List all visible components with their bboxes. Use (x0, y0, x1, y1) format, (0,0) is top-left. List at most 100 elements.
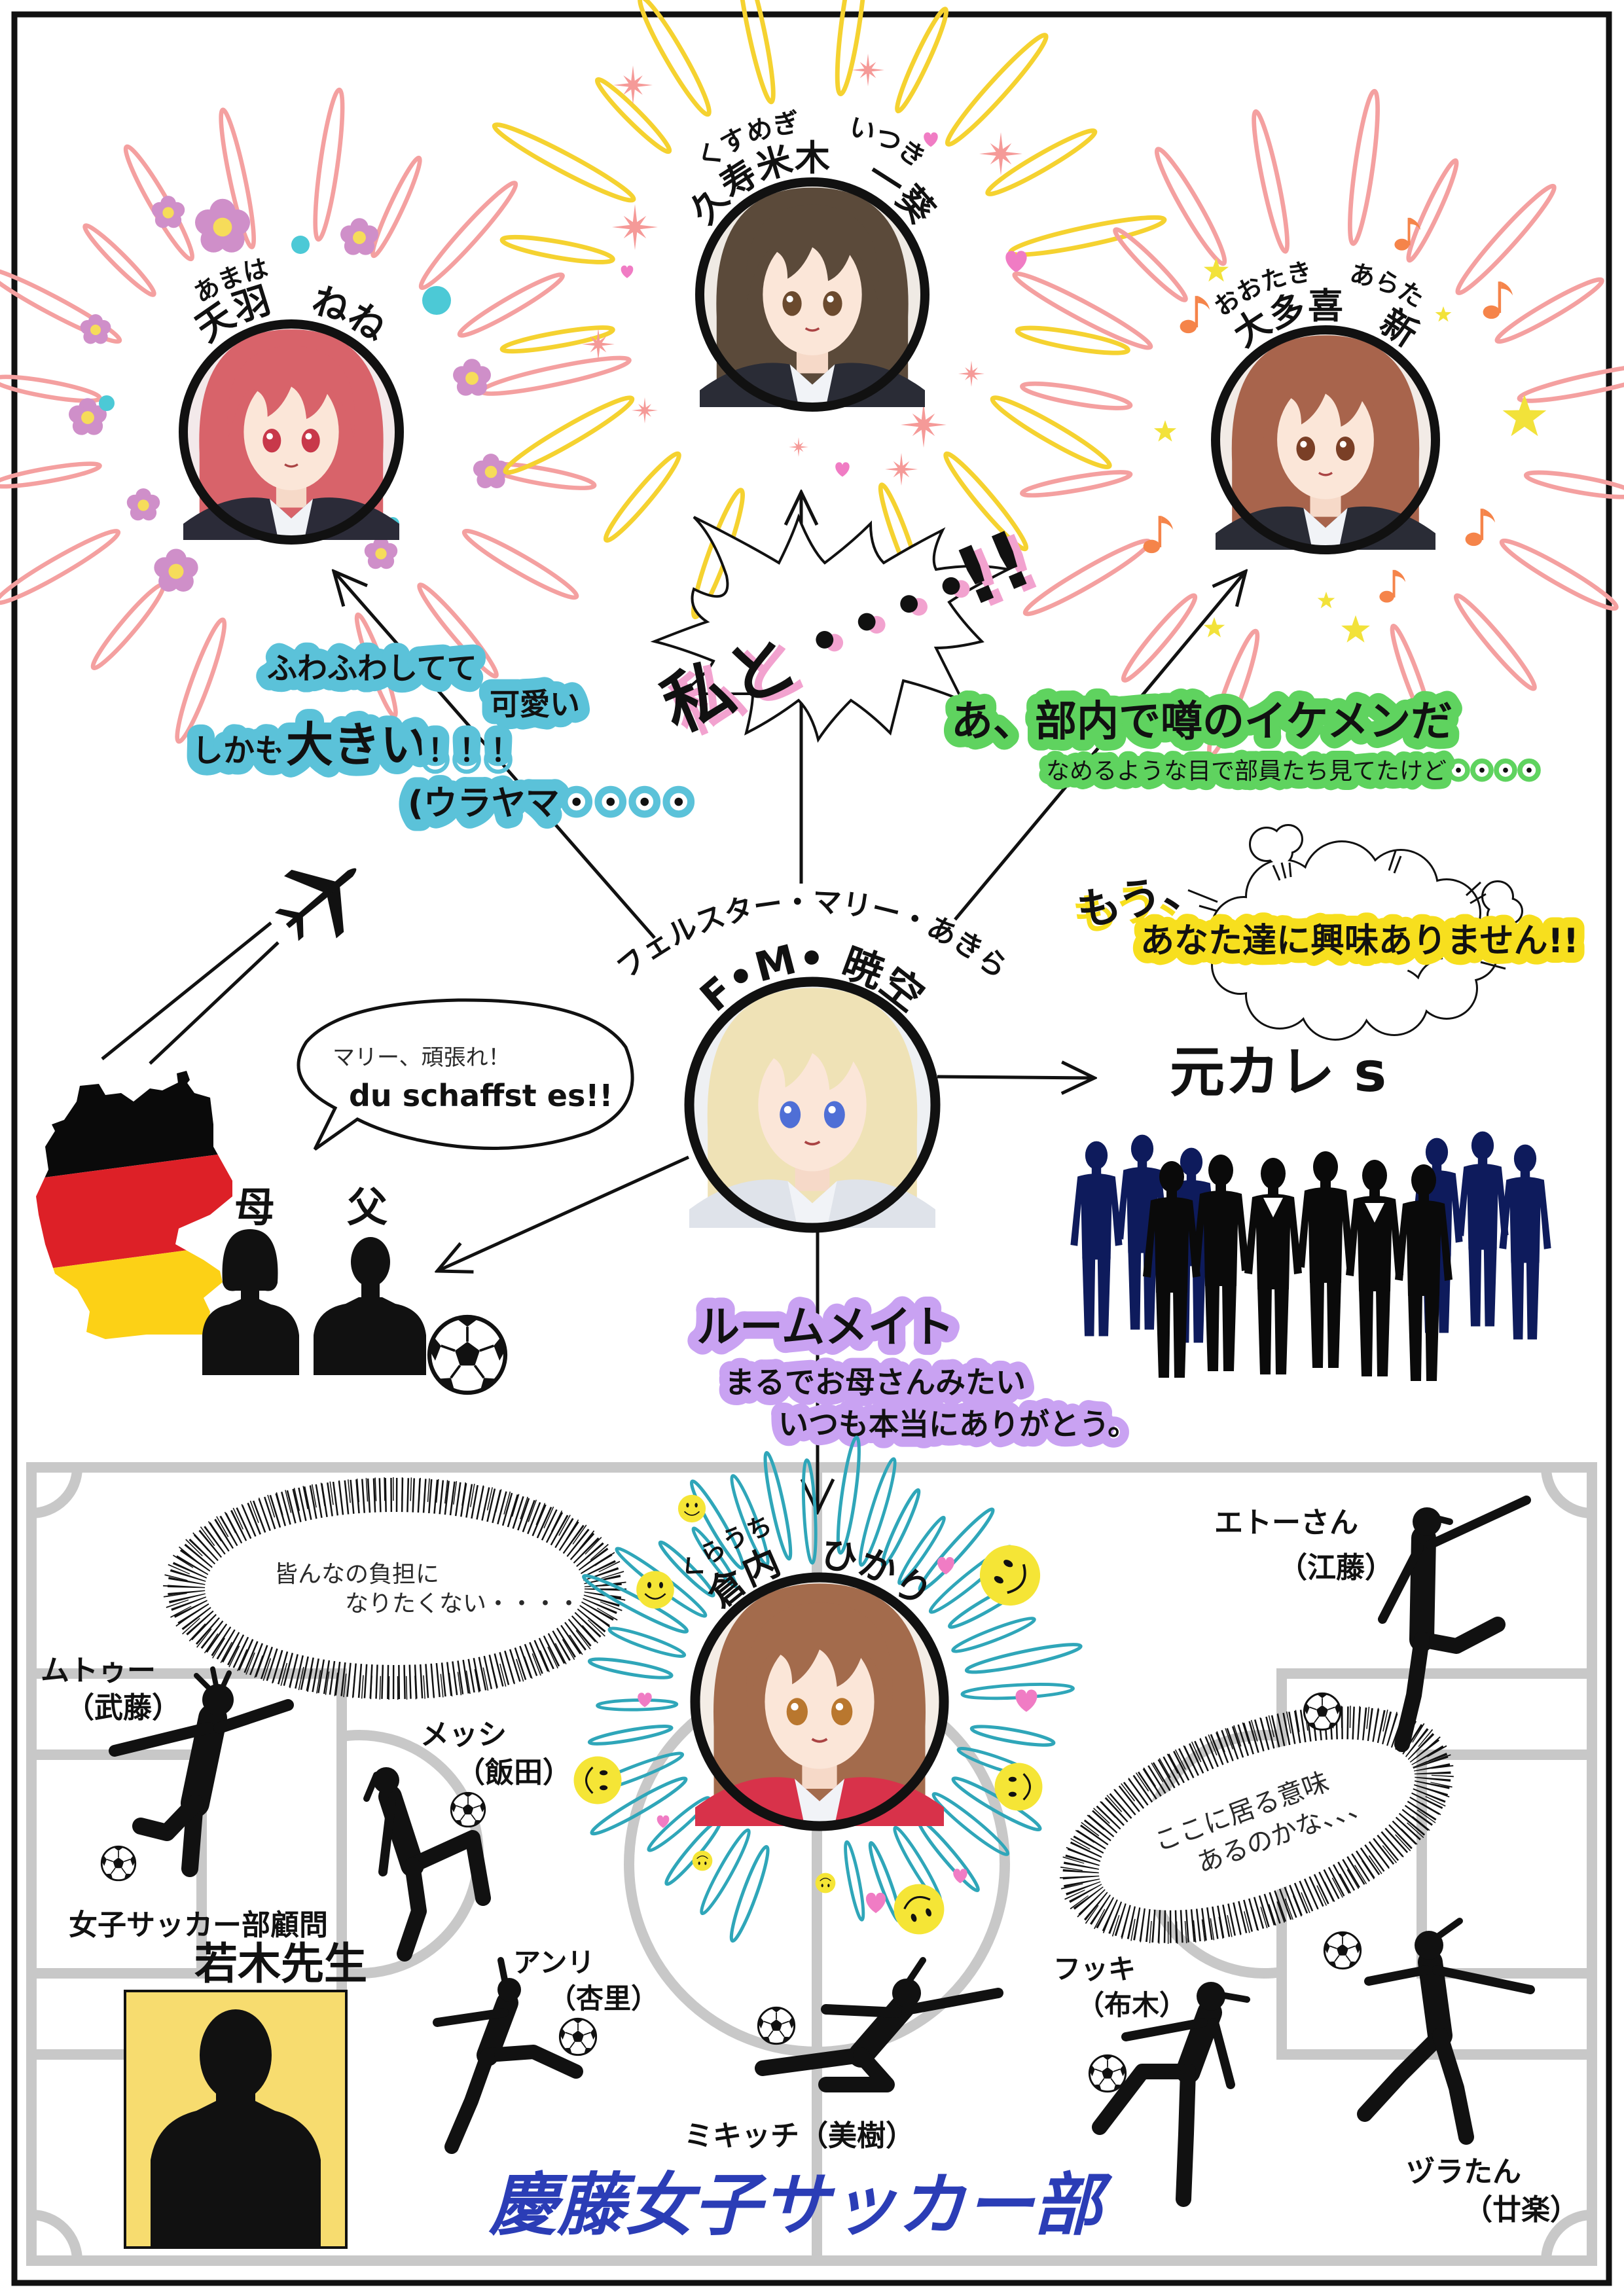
amaha-comment-line1: ふわふわしてて (267, 651, 477, 686)
player-nickname: アンリ (513, 1946, 594, 1979)
advisor-silhouette (151, 2009, 321, 2248)
flower-icon (340, 218, 378, 255)
pitch-corner-arc (1541, 2210, 1593, 2261)
thought-kurauchi-line1: 皆んなの負担に (274, 1561, 439, 1588)
soccer-ball-icon (1323, 1931, 1362, 1970)
player-silhouette (109, 1666, 294, 1877)
exes-comment: あなた達に興味ありません!! (1140, 922, 1579, 961)
player-mutoo: ムトゥー （武藤） (41, 1654, 294, 1882)
parents-speech-bubble (297, 998, 634, 1151)
flower-icon (364, 537, 398, 569)
father-silhouette (314, 1237, 426, 1375)
music-note-icon (1379, 569, 1406, 603)
soccer-ball-icon (1088, 2054, 1127, 2093)
sparkle-icon (613, 65, 653, 105)
player-nickname: フッキ (1053, 1953, 1136, 1985)
player-fukki: フッキ （布木） (1053, 1953, 1250, 2207)
portrait-ring (690, 1572, 949, 1831)
anger-cloud: もう、 もう、 あなた達に興味ありません!! (1069, 824, 1589, 1041)
player-nickname: エトーさん (1214, 1506, 1358, 1539)
smiley-icon (692, 1850, 713, 1871)
smiley-icon (967, 1533, 1053, 1618)
player-label: ミキッチ（美樹） (684, 2119, 914, 2153)
player-silhouette (433, 1957, 583, 2154)
flower-icon (194, 198, 251, 253)
sparkle-icon (885, 453, 918, 486)
player-nickname: メッシ (420, 1718, 507, 1751)
player-nickname: ヅラたん (1406, 2155, 1521, 2189)
heart-icon (621, 265, 634, 278)
page-frame (11, 11, 1612, 2286)
sparkle-icon (958, 361, 984, 387)
smiley-icon (636, 1570, 675, 1609)
character-amaha: あまは 天羽 ねね (0, 88, 631, 744)
advisor-role: 女子サッカー部顧問 (69, 1909, 328, 1942)
music-note-icon (1483, 281, 1513, 319)
comment-bubble-ootaki: あ、部内で噂のイケメンだ なめるような目で部員たち見てたけど・・・・ (940, 687, 1550, 794)
character-ootaki: おおたき あらた 大多喜 新 (1011, 90, 1624, 758)
comment-bubble-roommate: ルームメイト まるでお母さんみたい いつも本当にありがとう。 (685, 1291, 1148, 1452)
player-real-name: （武藤） (65, 1691, 181, 1725)
portrait-ring (684, 977, 941, 1233)
player-silhouette (1378, 1496, 1531, 1752)
amaha-comment-line3: しかも大きい！！！ (192, 717, 522, 772)
player-etoo: エトーさん （江藤） (1214, 1496, 1531, 1752)
comment-bubble-amaha: ふわふわしてて 可愛い しかも大きい！！！ (ウラヤマ・・・・ (180, 639, 708, 835)
player-real-name: （江藤） (1278, 1551, 1394, 1585)
smiley-icon (573, 1755, 623, 1805)
star-icon (1435, 306, 1452, 322)
music-note-icon (1465, 509, 1496, 547)
ex-boyfriend-silhouette (1070, 1141, 1123, 1336)
club-title: 慶藤女子サッカー部 (488, 2164, 1113, 2245)
parents-group: マリー、頑張れ！ du schaffst es!! 母 父 (36, 837, 634, 1393)
sparkle-icon (901, 402, 947, 448)
star-icon (1317, 592, 1335, 609)
character-kurauchi: くらうち 倉内 ひかり (559, 1417, 1106, 1967)
portrait-ring (695, 177, 929, 412)
soccer-ball-icon (429, 1317, 505, 1393)
thought-kurauchi-line2: なりたくない・・・・ (345, 1590, 581, 1617)
arrow-to-ootaki (954, 571, 1246, 921)
father-label: 父 (347, 1183, 388, 1231)
flower-icon (80, 314, 111, 344)
roommate-line1: まるでお母さんみたい (725, 1365, 1026, 1400)
sparkle-icon (789, 437, 808, 457)
smiley-icon (994, 1762, 1043, 1812)
portrait-ring (1211, 325, 1440, 554)
ex-boyfriend-silhouette (1346, 1160, 1403, 1376)
player-real-name: （廿楽） (1464, 2193, 1579, 2227)
mother-label: 母 (234, 1183, 275, 1231)
ootaki-comment-line2: なめるような目で部員たち見てたけど・・・・ (1046, 758, 1541, 785)
flower-icon (126, 488, 160, 521)
sparkle-icon (612, 204, 658, 250)
player-real-name: （杏里） (549, 1982, 659, 2015)
soccer-ball-icon (450, 1791, 486, 1828)
ex-boyfriend-silhouette (1297, 1151, 1354, 1368)
pitch-corner-arc (31, 1467, 82, 1518)
thought-bubble-kurauchi: 皆んなの負担に なりたくない・・・・ (163, 1477, 626, 1700)
heart-icon (937, 1557, 954, 1575)
sparkle-icon (632, 397, 658, 423)
player-real-name: （布木） (1077, 1989, 1187, 2021)
player-mikicchi: ミキッチ（美樹） (684, 1957, 1003, 2153)
advisor-group: 女子サッカー部顧問 若木先生 (69, 1909, 367, 2249)
mother-silhouette (202, 1229, 299, 1375)
star-icon (1341, 615, 1370, 643)
arrow-to-exes (937, 1077, 1094, 1078)
amaha-comment-line3-a: しかも (192, 732, 286, 769)
pitch-corner-arc (1541, 1467, 1593, 1518)
star-icon (1153, 420, 1177, 442)
soccer-ball-icon (757, 2006, 796, 2045)
player-zuratan: ヅラたん （廿楽） (1323, 1918, 1579, 2227)
player-silhouette (363, 1767, 491, 1962)
portrait-ring (179, 319, 404, 545)
arrow-to-amaha (334, 571, 656, 939)
smiley-icon (886, 1876, 952, 1943)
pitch-right-goal-area (1416, 1749, 1592, 1979)
exes-silhouettes (1070, 1131, 1551, 1381)
heart-icon (865, 1892, 886, 1913)
player-real-name: （美樹） (799, 2119, 914, 2153)
ex-boyfriend-silhouette (1244, 1158, 1302, 1374)
